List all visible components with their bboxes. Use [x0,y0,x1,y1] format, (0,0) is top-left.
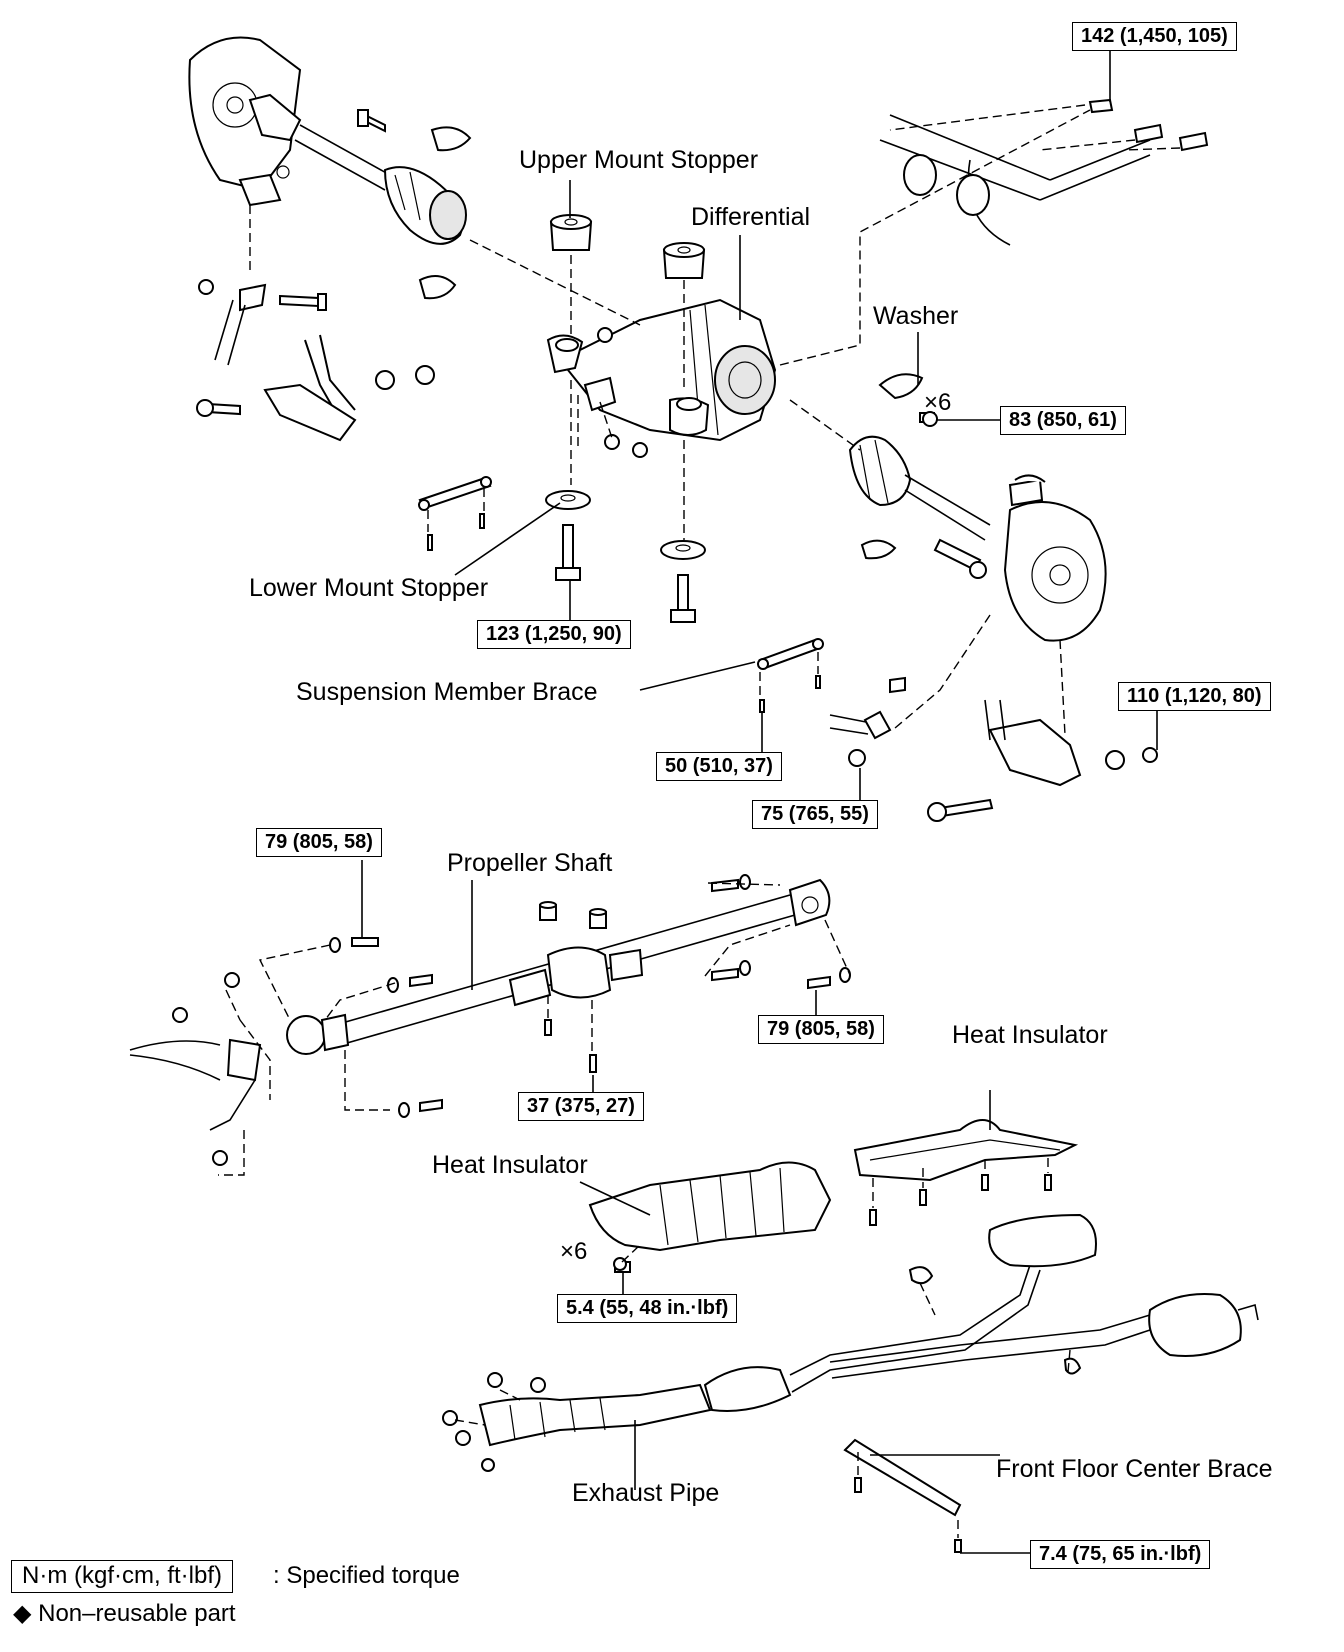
torque-box-5-4: 5.4 (55, 48 in.·lbf) [557,1294,738,1323]
label-differential: Differential [691,203,811,231]
label-suspension-member-brace: Suspension Member Brace [296,678,598,706]
body-frame-upper-right [879,98,1209,246]
torque-box-142: 142 (1,450, 105) [1072,22,1237,51]
label-upper-mount-stopper: Upper Mount Stopper [519,146,759,174]
lower-arm-bracket [829,676,1158,822]
exhaust-system [442,1213,1259,1472]
label-exhaust-pipe: Exhaust Pipe [572,1479,720,1507]
torque-box-37: 37 (375, 27) [518,1092,644,1121]
heat-insulator-lower-part [588,1161,832,1273]
torque-box-79-right: 79 (805, 58) [758,1015,884,1044]
left-knuckle-bracket [196,109,472,442]
propeller-bolts [329,874,851,1118]
label-heat-insulator-upper: Heat Insulator [952,1021,1108,1049]
torque-box-50: 50 (510, 37) [656,752,782,781]
label-propeller-shaft: Propeller Shaft [447,849,613,877]
front-floor-center-brace-part [843,1438,962,1553]
legend-non-reusable: ◆ Non–reusable part [13,1600,236,1627]
legend-unit-description: : Specified torque [273,1562,460,1589]
label-front-floor-center-brace: Front Floor Center Brace [996,1455,1273,1483]
label-heat-insulator-lower: Heat Insulator [432,1151,588,1179]
upper-mount-stoppers [549,214,706,279]
heat-insulator-upper-part [853,1119,1079,1226]
label-lower-mount-stopper: Lower Mount Stopper [249,574,489,602]
left-rear-hub-and-driveshaft [188,36,467,245]
torque-box-123: 123 (1,250, 90) [477,620,631,649]
torque-box-7-4: 7.4 (75, 65 in.·lbf) [1030,1540,1211,1569]
transmission-flange [129,972,262,1166]
multiplier-heat-insulator: ×6 [560,1238,588,1265]
torque-box-75: 75 (765, 55) [752,800,878,829]
legend-unit-box: N·m (kgf·cm, ft·lbf) [11,1560,233,1594]
suspension-member-braces [418,476,824,713]
assembly-dash-lines [218,104,1181,1538]
multiplier-washer: ×6 [924,389,952,416]
leader-lines [361,45,1158,1554]
propeller-shaft [286,878,831,1055]
torque-box-110: 110 (1,120, 80) [1118,682,1271,711]
label-washer: Washer [873,302,959,330]
torque-box-83: 83 (850, 61) [1000,406,1126,435]
right-rear-hub-and-driveshaft [848,435,1107,642]
differential-housing [546,298,777,442]
torque-box-79-left: 79 (805, 58) [256,828,382,857]
washer-part [878,373,938,427]
